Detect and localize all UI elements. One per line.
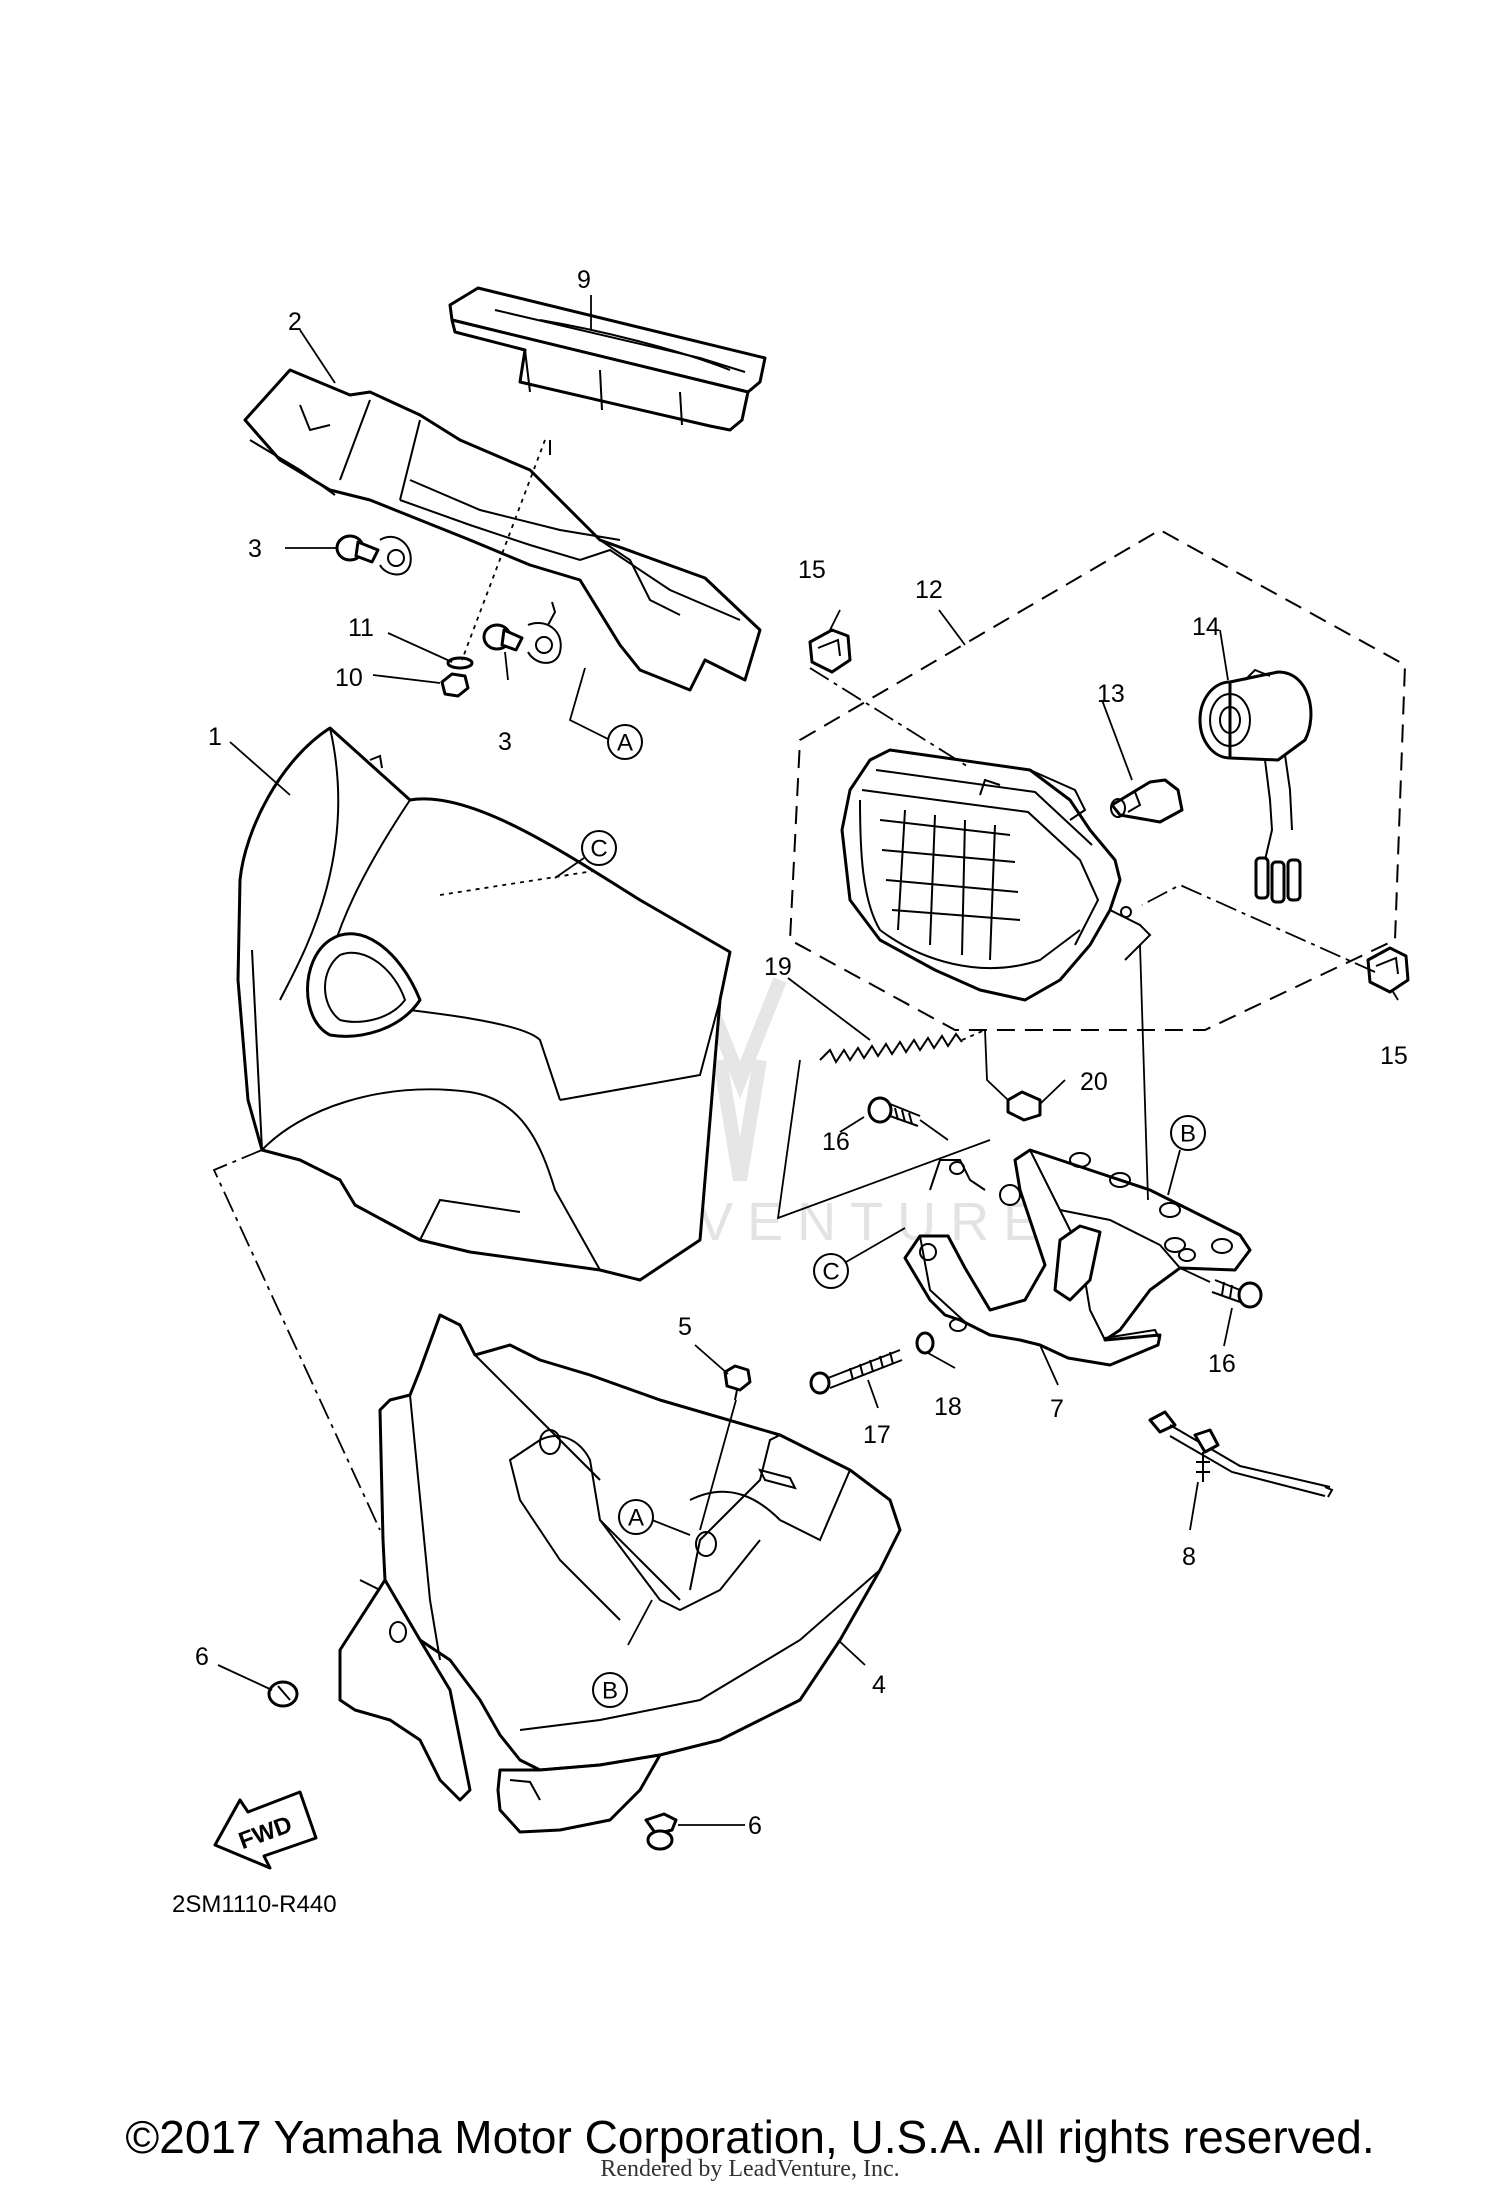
part-4-left-flap[interactable] — [338, 1578, 472, 1802]
part-19-spring[interactable] — [819, 1032, 963, 1064]
part-4-lower-cowl[interactable] — [378, 1313, 902, 1772]
align-line-19 — [776, 1059, 991, 1220]
label-5: 5 — [678, 1313, 692, 1341]
label-15-upper: 15 — [798, 556, 826, 584]
part-9-meter[interactable] — [448, 286, 767, 455]
copyright-notice: ©2017 Yamaha Motor Corporation, U.S.A. A… — [125, 2111, 1375, 2163]
ref-c-leader-lower — [845, 1227, 906, 1263]
label-8: 8 — [1182, 1543, 1196, 1571]
part-14-socket[interactable] — [1198, 668, 1313, 904]
label-18: 18 — [934, 1393, 962, 1421]
label-12: 12 — [915, 576, 943, 604]
part-17-bolt[interactable] — [809, 1349, 903, 1395]
mount-line-20 — [984, 1029, 1009, 1101]
part-11-washer[interactable] — [446, 656, 474, 670]
svg-text:B: B — [602, 1678, 618, 1705]
ref-a-lower: A — [618, 1499, 654, 1535]
label-10: 10 — [335, 664, 363, 692]
label-17: 17 — [863, 1421, 891, 1449]
part-3-grommet-upper[interactable] — [335, 534, 412, 576]
label-3-lower: 3 — [498, 728, 512, 756]
part-18-washer[interactable] — [915, 1331, 935, 1355]
part-13-bulb[interactable] — [1110, 778, 1184, 824]
mount-line-headlight — [1139, 944, 1149, 1201]
ref-b-leader-upper — [1167, 1149, 1181, 1196]
svg-text:C: C — [822, 1259, 839, 1286]
svg-text:B: B — [1180, 1121, 1196, 1148]
mount-line-9 — [461, 439, 546, 661]
label-6-bottom: 6 — [748, 1812, 762, 1840]
ref-a-leader-upper — [568, 667, 611, 741]
part-20-nut[interactable] — [1006, 1090, 1042, 1122]
mount-line-16b — [1179, 1267, 1211, 1283]
part-7-bracket[interactable] — [903, 1148, 1252, 1367]
ref-b-upper: B — [1170, 1115, 1206, 1151]
label-14: 14 — [1192, 613, 1220, 641]
diagram-code: 2SM1110-R440 — [172, 1891, 337, 1918]
label-4: 4 — [872, 1671, 886, 1699]
part-12-headlight[interactable] — [840, 748, 1152, 1002]
part-15-clip-right[interactable] — [1366, 946, 1410, 994]
label-15-right: 15 — [1380, 1042, 1408, 1070]
label-13: 13 — [1097, 680, 1125, 708]
align-line-15a — [809, 667, 971, 769]
spring-line — [961, 1029, 986, 1041]
label-2: 2 — [288, 308, 302, 336]
label-11: 11 — [348, 614, 374, 642]
part-number-labels: 2 9 3 11 10 3 1 15 12 14 13 15 19 20 16 … — [195, 266, 1408, 1840]
align-line-1-4 — [212, 1149, 381, 1531]
svg-text:A: A — [628, 1505, 644, 1532]
part-16-bolt-lower[interactable] — [1211, 1279, 1263, 1309]
align-line-15b — [1141, 884, 1376, 973]
svg-text:C: C — [590, 836, 607, 863]
mount-line-5 — [699, 1399, 737, 1531]
ref-a-leader-lower — [651, 1519, 691, 1536]
part-15-clip-upper[interactable] — [808, 628, 852, 674]
part-4-bottom-piece[interactable] — [496, 1753, 662, 1834]
part-6-clip-bottom[interactable] — [644, 1812, 678, 1851]
svg-text:A: A — [617, 730, 633, 757]
part-10-nut[interactable] — [440, 672, 470, 698]
label-3-upper: 3 — [248, 535, 262, 563]
ref-b-lower: B — [592, 1672, 628, 1708]
part-2-housing[interactable] — [243, 368, 762, 692]
part-12-assembly-outline — [788, 528, 1407, 1031]
part-8-cable-tie[interactable] — [1148, 1410, 1334, 1498]
label-16-upper: 16 — [822, 1128, 850, 1156]
label-1: 1 — [208, 723, 222, 751]
label-9: 9 — [577, 266, 591, 294]
part-3-grommet-lower[interactable] — [482, 601, 562, 664]
mount-line-16a — [919, 1119, 949, 1141]
ref-c-lower: C — [813, 1253, 849, 1289]
label-20: 20 — [1080, 1068, 1108, 1096]
label-16-lower: 16 — [1208, 1350, 1236, 1378]
part-5-bolt[interactable] — [723, 1364, 752, 1401]
part-1-cover[interactable] — [236, 726, 732, 1282]
part-6-clip-left[interactable] — [267, 1680, 299, 1708]
label-19: 19 — [764, 953, 792, 981]
leader-lines — [217, 295, 1399, 1826]
label-6-left: 6 — [195, 1643, 209, 1671]
ref-a-upper: A — [607, 724, 643, 760]
rendered-by-note: Rendered by LeadVenture, Inc. — [600, 2156, 900, 2182]
label-7: 7 — [1050, 1395, 1064, 1423]
part-16-bolt-upper[interactable] — [867, 1096, 921, 1127]
ref-c-leader-upper — [554, 857, 585, 879]
ref-c-upper: C — [581, 830, 617, 866]
fwd-arrow: FWD — [213, 1790, 318, 1870]
